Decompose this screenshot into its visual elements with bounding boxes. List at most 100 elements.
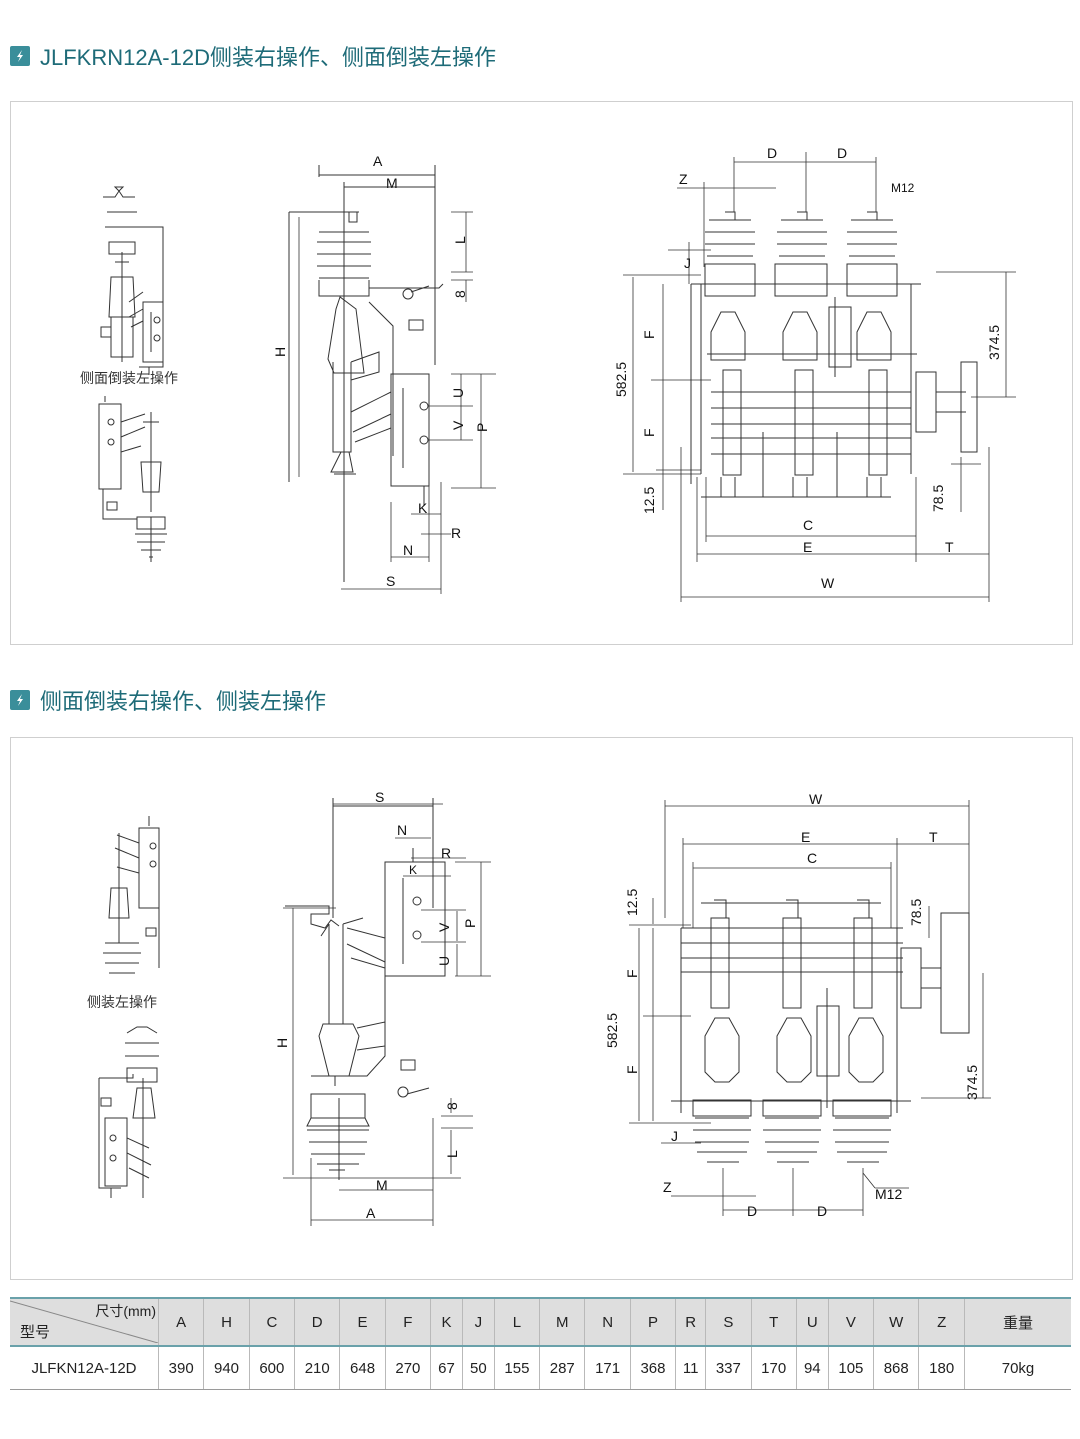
dim-label-582-5: 582.5 xyxy=(604,1013,620,1048)
col-header: C xyxy=(249,1297,296,1347)
cell-weight: 70kg xyxy=(964,1346,1071,1390)
dim-label-S: S xyxy=(375,789,384,805)
cell-value: 868 xyxy=(873,1346,920,1390)
col-header: V xyxy=(828,1297,875,1347)
col-header: J xyxy=(462,1297,495,1347)
dim-label-M: M xyxy=(386,175,398,191)
dim-label-F2: F xyxy=(624,1065,640,1074)
lightning-icon xyxy=(10,46,30,66)
insulator-right xyxy=(846,211,898,297)
dim-label-S: S xyxy=(386,573,395,589)
diagram-svg-2: S N R K H P V U 8 L M A xyxy=(98,789,991,1226)
dim-label-C: C xyxy=(807,850,817,866)
col-header: L xyxy=(494,1297,541,1347)
col-header: E xyxy=(339,1297,386,1347)
col-header: R xyxy=(675,1297,707,1347)
dim-label-D1: D xyxy=(767,145,777,161)
dim-label-F1: F xyxy=(641,330,657,339)
cell-value: 94 xyxy=(796,1346,829,1390)
dim-label-P: P xyxy=(462,919,478,928)
diagram-svg-1: A M H L 8 U V P K R N S xyxy=(98,145,1016,602)
dim-label-M12: M12 xyxy=(875,1186,902,1202)
dim-label-J: J xyxy=(671,1128,678,1144)
dim-label-N: N xyxy=(403,542,413,558)
lightning-icon xyxy=(10,690,30,710)
dimension-table: 尺寸(mm) 型号 A H C D E F K J L M N P R S T … xyxy=(10,1297,1071,1390)
col-header: F xyxy=(385,1297,432,1347)
front-view-labels-2: W E T C 12.5 78.5 F 582.5 F 374.5 J Z M1… xyxy=(604,791,980,1219)
side-view-drawing-2 xyxy=(285,798,446,1180)
dim-label-582-5: 582.5 xyxy=(613,362,629,397)
front-view-dimensions-1 xyxy=(623,152,1016,602)
insulator-left xyxy=(704,211,756,297)
cell-value: 171 xyxy=(584,1346,631,1390)
col-header: H xyxy=(203,1297,250,1347)
dim-label-Z: Z xyxy=(663,1179,672,1195)
col-header: A xyxy=(158,1297,205,1347)
dim-label-8: 8 xyxy=(452,290,468,298)
side-view-labels-2: S N R K H P V U 8 L M A xyxy=(274,789,478,1221)
dim-label-D2: D xyxy=(817,1203,827,1219)
section-title-text: JLFKRN12A-12D侧装右操作、侧面倒装左操作 xyxy=(40,45,496,70)
diagram-panel-1: A M H L 8 U V P K R N S xyxy=(10,101,1073,645)
dim-label-H: H xyxy=(274,1038,290,1048)
col-header: Z xyxy=(918,1297,965,1347)
thumbnail-caption-2: 侧装左操作 xyxy=(87,994,157,1010)
side-view-dimensions-2 xyxy=(283,803,491,1226)
dim-label-R: R xyxy=(451,525,461,541)
front-view-dimensions-2 xyxy=(629,800,991,1216)
section-title-text: 侧面倒装右操作、侧装左操作 xyxy=(40,689,327,714)
side-view-drawing-1 xyxy=(288,165,444,582)
front-view-drawing-1 xyxy=(690,211,978,498)
cell-value: 940 xyxy=(203,1346,250,1390)
thumbnail-side-right xyxy=(100,186,164,375)
cell-value: 287 xyxy=(539,1346,586,1390)
cell-value: 337 xyxy=(705,1346,752,1390)
dim-label-J: J xyxy=(684,255,691,271)
cell-value: 50 xyxy=(462,1346,495,1390)
cell-model: JLFKN12A-12D xyxy=(10,1346,159,1390)
dim-label-C: C xyxy=(803,517,813,533)
cell-value: 67 xyxy=(430,1346,463,1390)
section-title-1: JLFKRN12A-12D侧装右操作、侧面倒装左操作 xyxy=(10,40,496,72)
dim-label-P: P xyxy=(474,423,490,432)
dim-label-V: V xyxy=(450,420,466,430)
thumbnail-side-left xyxy=(98,1026,159,1198)
thumbnail-side-reverse-right xyxy=(103,816,160,974)
col-header: T xyxy=(751,1297,797,1347)
col-header: S xyxy=(705,1297,752,1347)
corner-model-label: 型号 xyxy=(20,1324,51,1341)
dim-label-8: 8 xyxy=(444,1102,460,1110)
col-header: U xyxy=(796,1297,829,1347)
dim-label-U: U xyxy=(450,388,466,398)
cell-value: 390 xyxy=(158,1346,205,1390)
col-header: W xyxy=(873,1297,920,1347)
dim-label-Z: Z xyxy=(679,171,688,187)
corner-dimension-label: 尺寸(mm) xyxy=(95,1303,156,1319)
dim-label-D1: D xyxy=(747,1203,757,1219)
diagram-panel-2: S N R K H P V U 8 L M A xyxy=(10,737,1073,1280)
col-header: N xyxy=(584,1297,631,1347)
col-header-weight: 重量 xyxy=(964,1297,1071,1347)
dim-label-E: E xyxy=(801,829,810,845)
front-view-labels-1: D D Z M12 J F F 582.5 12.5 374.5 78.5 C … xyxy=(613,145,1002,591)
cell-value: 600 xyxy=(249,1346,296,1390)
dim-label-V: V xyxy=(436,922,452,932)
side-view-dimensions-1 xyxy=(298,211,496,594)
dim-label-T: T xyxy=(929,829,938,845)
dim-label-F1: F xyxy=(624,969,640,978)
cell-value: 105 xyxy=(828,1346,875,1390)
col-header: P xyxy=(630,1297,677,1347)
dim-label-E: E xyxy=(803,539,812,555)
insulator-middle xyxy=(774,211,828,297)
dim-label-374-5: 374.5 xyxy=(986,325,1002,360)
front-view-drawing-2 xyxy=(671,899,970,1163)
dim-label-78-5: 78.5 xyxy=(908,899,924,926)
section-title-2: 侧面倒装右操作、侧装左操作 xyxy=(10,684,326,716)
dim-label-K: K xyxy=(409,863,417,877)
dim-label-R: R xyxy=(441,845,451,861)
dim-label-M12: M12 xyxy=(891,181,915,195)
dim-label-12-5: 12.5 xyxy=(624,889,640,916)
dim-label-L: L xyxy=(452,236,468,244)
dim-label-H: H xyxy=(272,347,288,357)
